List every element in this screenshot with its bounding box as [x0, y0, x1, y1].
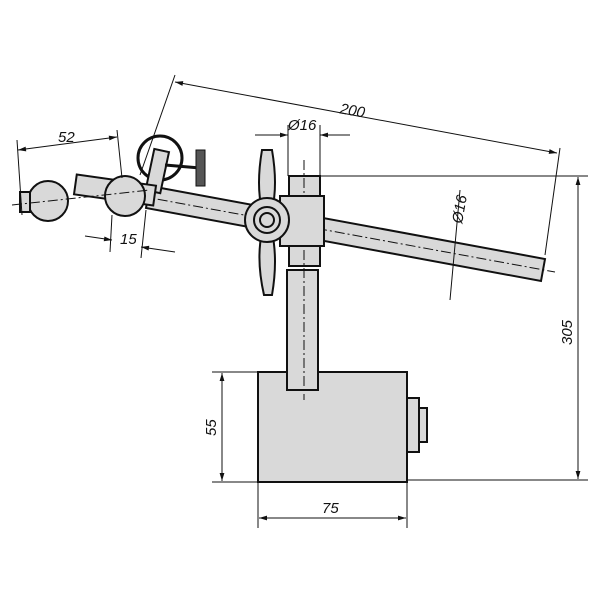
dim-arm-diameter: Ø16	[449, 193, 471, 226]
dim-base-height: 55	[203, 419, 220, 436]
dim-height: 305	[559, 319, 576, 345]
dim-arm-length: 200	[338, 100, 367, 121]
dim-joint-offset: 15	[120, 231, 137, 248]
vertical-post	[286, 160, 321, 400]
dimension-lines	[16, 74, 588, 528]
wing-nut	[244, 149, 290, 296]
clamp-joint	[11, 134, 206, 222]
dim-post-diameter: Ø16	[287, 117, 317, 134]
dim-base-width: 75	[322, 500, 339, 517]
horizontal-arm	[139, 184, 556, 283]
magnetic-base	[257, 371, 428, 483]
dim-joint-span: 52	[58, 129, 75, 146]
